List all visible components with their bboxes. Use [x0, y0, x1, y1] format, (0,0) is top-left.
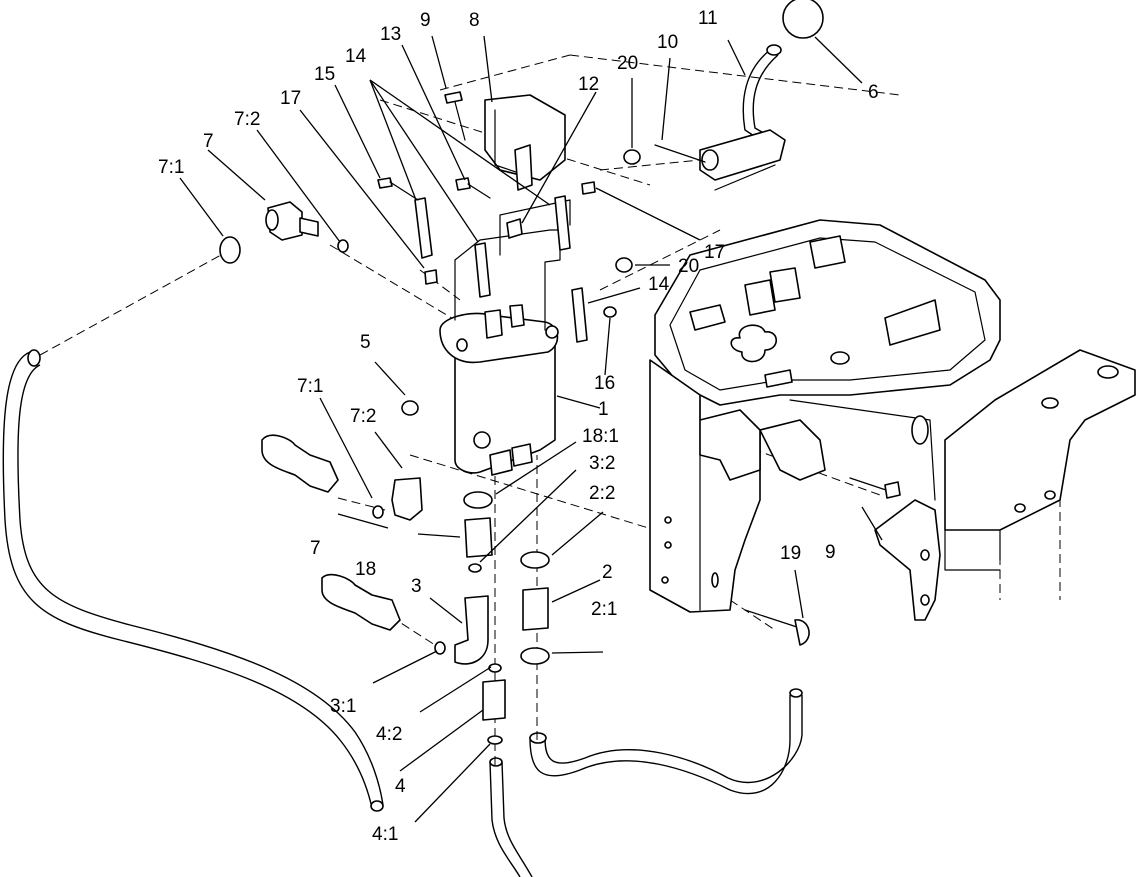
pedal-mount-frame: [649, 219, 1136, 621]
callout-11: 11: [698, 8, 718, 29]
callout-9-top: 9: [420, 10, 431, 31]
callout-4-2: 4:2: [376, 724, 402, 745]
callout-7-upper: 7: [203, 131, 214, 152]
callout-7-lower: 7: [310, 538, 321, 559]
callout-2-2: 2:2: [589, 483, 615, 504]
fittings: [219, 201, 550, 745]
callout-2: 2: [602, 562, 613, 583]
callout-5: 5: [360, 332, 371, 353]
callout-15: 15: [314, 64, 335, 85]
leader-lines: [179, 35, 883, 823]
left-hydraulic-hose: [2, 349, 384, 812]
callout-13: 13: [380, 24, 401, 45]
callout-20-right: 20: [678, 256, 699, 277]
callout-16: 16: [594, 373, 615, 394]
callout-14-right: 14: [648, 274, 670, 295]
callout-7-2-upper: 7:2: [234, 109, 260, 130]
callout-9-right: 9: [825, 542, 836, 563]
lever-knob: [782, 0, 824, 39]
callout-12: 12: [578, 74, 599, 95]
callout-4-1: 4:1: [372, 824, 398, 845]
callout-17-right: 17: [704, 242, 725, 263]
callout-3-2: 3:2: [589, 453, 615, 474]
callout-4: 4: [395, 776, 406, 797]
callout-18-1: 18:1: [582, 426, 619, 447]
callout-6: 6: [868, 82, 879, 103]
callout-7-1-upper: 7:1: [158, 157, 184, 178]
callout-20-top: 20: [617, 53, 638, 74]
callout-19: 19: [780, 543, 801, 564]
callout-7-2-lower: 7:2: [350, 406, 376, 427]
callout-18: 18: [355, 559, 376, 580]
callout-17-left: 17: [280, 88, 301, 109]
callout-labels: 1 2 2:1 2:2 3 3:1 3:2 4 4:1 4:2 5 6 7 7:…: [158, 8, 879, 845]
bottom-center-hose: [489, 757, 533, 877]
callout-2-1: 2:1: [591, 599, 617, 620]
valve-bracket: [414, 181, 596, 343]
callout-3: 3: [411, 576, 422, 597]
callout-1: 1: [598, 399, 609, 420]
callout-7-1-lower: 7:1: [297, 376, 323, 397]
callout-10: 10: [657, 32, 678, 53]
callout-14-top: 14: [345, 46, 367, 67]
bottom-right-hose: [529, 688, 803, 795]
control-valve: [439, 304, 559, 476]
callout-3-1: 3:1: [330, 696, 356, 717]
hardware: [377, 144, 901, 646]
control-lever: [699, 44, 786, 191]
callout-8: 8: [469, 10, 480, 31]
